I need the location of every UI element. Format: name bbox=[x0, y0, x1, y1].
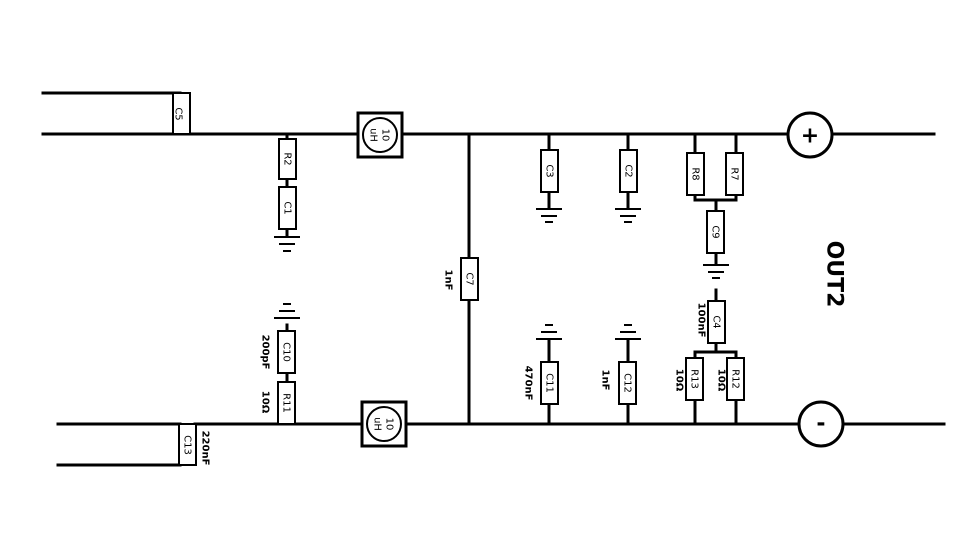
component-c4: C4 bbox=[707, 300, 726, 344]
label-c7: C7 bbox=[464, 272, 475, 285]
component-c3: C3 bbox=[540, 149, 559, 193]
component-c5: C5 bbox=[172, 92, 191, 135]
component-c7: C7 bbox=[460, 257, 479, 301]
component-c11: C11 bbox=[540, 361, 559, 405]
ground-icon bbox=[274, 236, 300, 252]
label-c4: C4 bbox=[711, 315, 722, 328]
value-r12: 10Ω bbox=[716, 369, 727, 392]
label-c13: C13 bbox=[182, 435, 193, 455]
label-c12: C12 bbox=[622, 373, 633, 393]
ground-icon bbox=[615, 324, 641, 340]
inductor-bottom-value: 10 bbox=[384, 418, 395, 431]
value-c13: 220nF bbox=[200, 431, 211, 466]
label-r2: R2 bbox=[282, 152, 293, 165]
plus-symbol: + bbox=[801, 124, 819, 149]
value-r11: 10Ω bbox=[260, 391, 271, 414]
value-c4: 100nF bbox=[696, 303, 707, 338]
inductor-bottom-unit: uH bbox=[372, 417, 383, 431]
component-c2: C2 bbox=[619, 149, 638, 193]
component-c1: C1 bbox=[278, 186, 297, 230]
ground-icon bbox=[274, 303, 300, 319]
label-r8: R8 bbox=[690, 167, 701, 180]
terminal-minus: - bbox=[797, 400, 845, 448]
ground-icon bbox=[536, 208, 562, 223]
component-r12: R12 bbox=[726, 357, 745, 401]
inductor-bottom: 10 uH bbox=[360, 400, 408, 448]
component-c13: C13 bbox=[178, 423, 197, 466]
component-r11: R11 bbox=[277, 381, 296, 425]
label-r12: R12 bbox=[730, 369, 741, 389]
component-c10: C10 bbox=[277, 330, 296, 374]
ground-icon bbox=[703, 264, 729, 279]
label-c10: C10 bbox=[281, 342, 292, 362]
label-c3: C3 bbox=[544, 164, 555, 177]
label-c5: C5 bbox=[173, 107, 184, 120]
label-c11: C11 bbox=[544, 373, 555, 393]
inductor-top-unit: uH bbox=[368, 128, 379, 142]
label-c2: C2 bbox=[623, 164, 634, 177]
component-r7: R7 bbox=[725, 152, 744, 196]
component-c9: C9 bbox=[706, 210, 725, 254]
value-c10: 200pF bbox=[260, 335, 271, 370]
terminal-plus: + bbox=[786, 111, 834, 159]
label-r11: R11 bbox=[281, 393, 292, 413]
value-c11: 470nF bbox=[523, 366, 534, 401]
inductor-top: 10 uH bbox=[356, 111, 404, 159]
ground-icon bbox=[615, 208, 641, 223]
component-r2: R2 bbox=[278, 138, 297, 180]
minus-symbol: - bbox=[816, 412, 825, 437]
label-r13: R13 bbox=[689, 369, 700, 389]
component-c12: C12 bbox=[618, 361, 637, 405]
value-c12: 1nF bbox=[600, 370, 611, 391]
label-c9: C9 bbox=[710, 225, 721, 238]
output-title: OUT2 bbox=[822, 241, 847, 308]
ground-symbols bbox=[274, 208, 729, 340]
ground-icon bbox=[536, 324, 562, 340]
value-c7: 1nF bbox=[443, 270, 454, 291]
component-r8: R8 bbox=[686, 152, 705, 196]
label-r7: R7 bbox=[729, 167, 740, 180]
label-c1: C1 bbox=[282, 201, 293, 214]
value-r13: 10Ω bbox=[674, 369, 685, 392]
inductor-top-value: 10 bbox=[380, 129, 391, 142]
component-r13: R13 bbox=[685, 357, 704, 401]
